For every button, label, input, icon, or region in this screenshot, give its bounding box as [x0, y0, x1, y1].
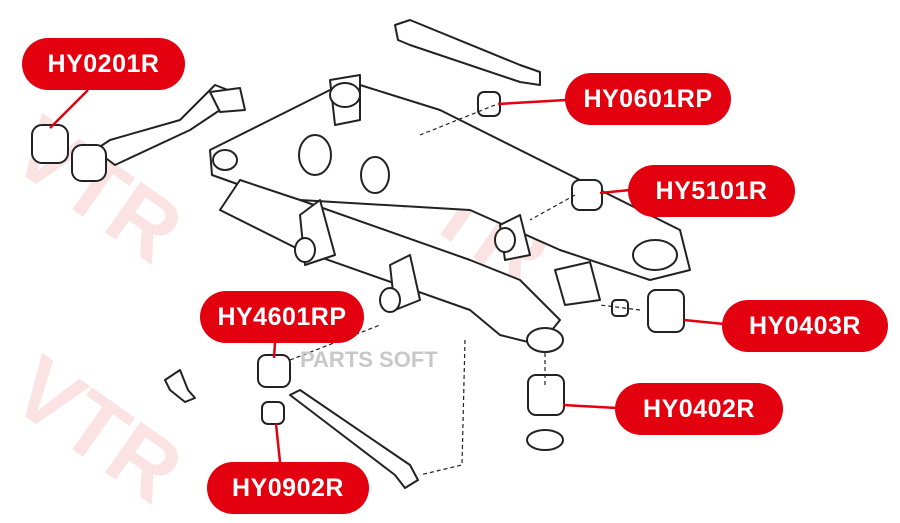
- part-label-hy0902r[interactable]: HY0902R: [207, 462, 369, 514]
- upper-arm: [394, 19, 541, 86]
- bushing-hy0402r: [527, 374, 565, 416]
- part-label-hy4601rp[interactable]: HY4601RP: [200, 291, 364, 343]
- part-label-hy0601rp[interactable]: HY0601RP: [565, 73, 731, 125]
- bushing-hy0201r: [31, 124, 69, 164]
- part-label-hy5101r[interactable]: HY5101R: [628, 165, 795, 217]
- bushing-hy5101r: [571, 179, 603, 211]
- bushing-hy4601rp: [257, 354, 291, 388]
- watermark-partssoft: PARTS SOFT: [300, 347, 438, 372]
- part-label-hy0403r[interactable]: HY0403R: [722, 300, 888, 352]
- leader-lines: [49, 89, 725, 463]
- bushing-hy0601rp: [477, 91, 501, 117]
- part-label-hy0201r[interactable]: HY0201R: [22, 38, 185, 90]
- part-label-hy0402r[interactable]: HY0402R: [615, 383, 783, 435]
- trailing-arm: [94, 84, 229, 166]
- lower-link: [289, 389, 419, 489]
- bushing-hy0902r: [261, 401, 285, 425]
- bushing-hy0403r: [647, 289, 685, 333]
